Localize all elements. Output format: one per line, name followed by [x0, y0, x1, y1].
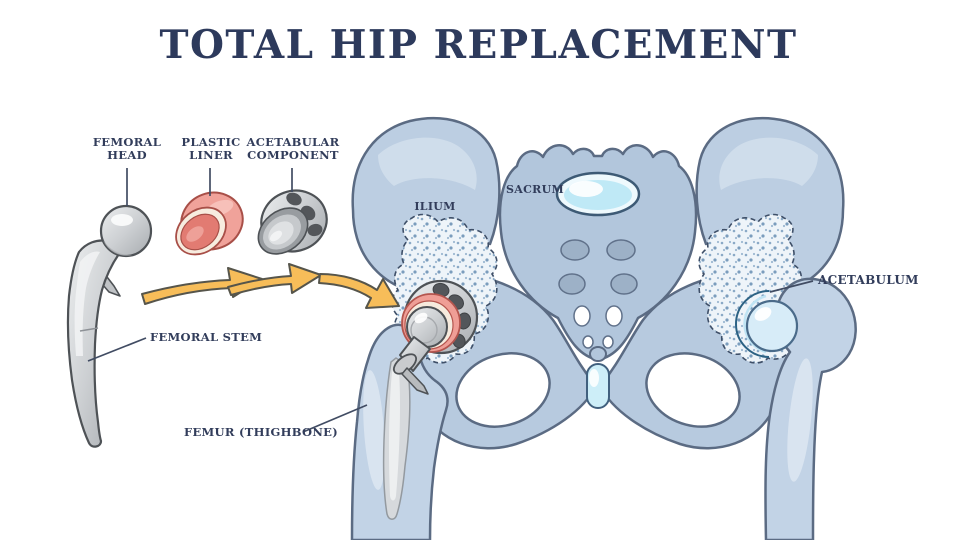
label-femoral-stem: FEMORAL STEM [150, 330, 263, 344]
stem-body-highlight [74, 251, 100, 356]
right-hip-joint [735, 277, 857, 540]
leader-femur [302, 404, 368, 433]
implant-stem-in-bone-highlight [388, 367, 400, 501]
femoral-head-sphere [99, 204, 153, 258]
left-hip-implanted [350, 279, 479, 540]
implant-fin-implanted [401, 367, 429, 395]
cup-dome-holes [286, 192, 323, 237]
acetabular-component-part [257, 189, 328, 255]
coccyx [589, 346, 607, 362]
leader-acetabulum [769, 280, 814, 293]
label-sacrum: SACRUM [506, 183, 564, 196]
leader-femoral-stem [87, 337, 147, 362]
disc-highlight [569, 181, 603, 197]
acetabulum-cartilage-highlight [743, 294, 767, 354]
assembly-arrow-3 [318, 273, 400, 309]
plastic-liner-part [175, 191, 244, 256]
femoral-head-natural-highlight [754, 307, 772, 321]
label-ilium: ILIUM [414, 200, 456, 213]
femoral-head-natural [745, 299, 799, 353]
cup-inner-highlight [269, 230, 283, 242]
implant-parts-exploded [66, 189, 328, 448]
sphere-band [103, 240, 132, 256]
label-plastic-liner: PLASTIC LINER [181, 135, 241, 162]
pelvis [351, 116, 845, 450]
label-acetabulum: ACETABULUM [818, 273, 919, 287]
sphere-highlight [111, 214, 133, 226]
pubic-symphysis [586, 363, 610, 409]
femoral-stem-part [66, 204, 153, 448]
stem-seam-line [79, 327, 99, 332]
leader-lines [87, 168, 814, 433]
label-femoral-head: FEMORAL HEAD [92, 135, 162, 162]
ilium-right-highlight [719, 137, 818, 190]
pubic-symphysis-highlight [589, 369, 599, 387]
label-femur: FEMUR (THIGHBONE) [184, 425, 338, 439]
femur-right-highlight [787, 358, 813, 482]
implant-head-highlight [414, 312, 428, 324]
ilium-left-highlight [378, 137, 477, 190]
label-acetabular-component: ACETABULAR COMPONENT [246, 135, 340, 162]
liner-inner-highlight [186, 226, 204, 242]
femur-left-highlight [363, 370, 385, 490]
sacrum-bone [498, 144, 698, 362]
assembly-arrows [141, 263, 400, 309]
acetabulum-cartilage [735, 290, 770, 358]
sacral-foramina [558, 239, 638, 349]
page-title: TOTAL HIP REPLACEMENT [159, 22, 798, 68]
